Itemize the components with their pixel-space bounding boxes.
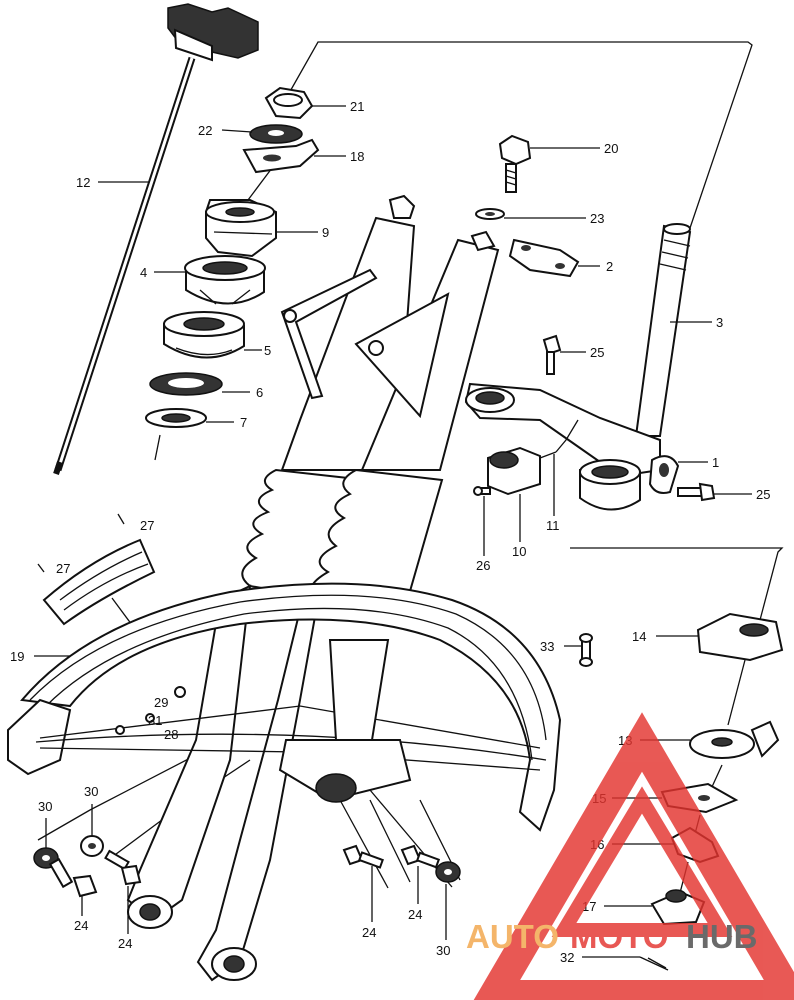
bolt-33 [579,633,593,667]
bolt-25a [542,334,562,375]
adjust-nut-9 [205,199,277,258]
callout-25-upper: 25 [590,345,604,360]
callout-25-lower: 25 [756,487,770,502]
lock-13 [689,720,780,759]
washer-7 [145,408,207,428]
callout-24-a: 24 [74,918,88,933]
callout-26: 26 [476,558,490,573]
callout-7: 7 [240,415,247,430]
washer-30c [435,861,461,883]
lock-tab-18 [242,138,320,174]
automotohub-watermark: AUTO MOTO HUB [466,712,794,1000]
pin-32 [647,957,667,969]
callout-4: 4 [140,265,147,280]
seal-6 [149,372,223,396]
bearing-5 [163,311,245,359]
clamp-1 [648,455,680,494]
bolt-24b [104,849,142,886]
bearing-race-4 [184,255,266,305]
callout-24-d: 24 [408,907,422,922]
callout-21: 21 [350,99,364,114]
callout-19: 19 [10,649,24,664]
callout-31: 31 [148,713,162,728]
callout-1: 1 [712,455,719,470]
washer-23 [475,208,505,220]
bolt-24c [342,844,384,869]
screw-26 [473,486,491,496]
callout-28: 28 [164,727,178,742]
callout-32: 32 [560,950,574,965]
cap-17 [650,889,706,926]
callout-30-c: 30 [436,943,450,958]
callout-labels: 21 22 18 12 9 4 5 6 7 20 23 2 3 25 1 25 … [10,99,770,965]
callout-30-b: 30 [84,784,98,799]
watermark-logo-icon [473,712,794,1000]
callout-18: 18 [350,149,364,164]
callout-24-b: 24 [118,936,132,951]
front-fender-19 [7,582,562,832]
callout-22: 22 [198,123,212,138]
callout-2: 2 [606,259,613,274]
watermark-auto: AUTO [466,918,559,955]
steering-stem-3 [464,223,692,511]
fork-right [196,230,500,982]
dipstick-assembly [53,3,259,475]
callout-11: 11 [546,518,560,533]
callout-33: 33 [540,639,554,654]
callout-6: 6 [256,385,263,400]
switch-10 [487,446,557,496]
bolt-24a [48,857,98,898]
callout-lines [34,105,752,958]
wire-11 [555,419,579,453]
bolt-20 [498,134,532,193]
callout-5: 5 [264,343,271,358]
callout-20: 20 [604,141,618,156]
watermark-hub: HUB [686,918,758,955]
washer-30b [80,835,104,857]
callout-14: 14 [632,629,646,644]
cover-14 [696,612,784,662]
callout-23: 23 [590,211,604,226]
callout-29: 29 [154,695,168,710]
washer-22 [249,124,303,144]
bolt-25b [677,482,716,502]
watermark-moto: MOTO [570,918,668,955]
callout-30-a: 30 [38,799,52,814]
callout-10: 10 [512,544,526,559]
callout-9: 9 [322,225,329,240]
callout-27-upper: 27 [140,518,154,533]
bolt-24d [400,844,441,869]
callout-24-c: 24 [362,925,376,940]
callout-27-lower: 27 [56,561,70,576]
screws-27 [37,513,125,573]
callout-12: 12 [76,175,90,190]
strap-27 [42,538,156,626]
callout-3: 3 [716,315,723,330]
nut-21 [264,86,314,120]
plate-2 [508,238,580,278]
bolts-28-31 [115,686,186,735]
